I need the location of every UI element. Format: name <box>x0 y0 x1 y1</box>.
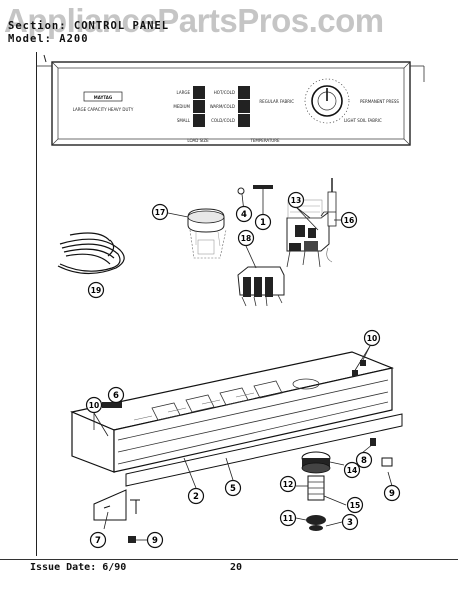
page-number: 20 <box>230 562 243 573</box>
footer-rule <box>0 559 458 560</box>
callout-number: 15 <box>350 501 360 510</box>
left-frame-line <box>36 52 37 556</box>
control-panel: MAYTAG LARGE CAPACITY HEAVY DUTY LARGE M… <box>36 61 425 146</box>
part-timer-17 <box>187 208 227 259</box>
callout-10: 10 <box>363 329 381 347</box>
callout-5: 5 <box>224 479 242 497</box>
callout-number: 11 <box>283 514 293 523</box>
temp-label-cold: COLD/COLD <box>211 118 235 123</box>
callout-number: 9 <box>389 489 395 499</box>
large-load-button[interactable] <box>193 86 205 99</box>
issue-date: Issue Date: 6/90 <box>30 562 127 573</box>
callout-number: 5 <box>230 484 236 494</box>
callout-number: 6 <box>113 391 119 401</box>
callout-8: 8 <box>355 451 373 469</box>
callout-7: 7 <box>89 531 107 549</box>
callout-number: 19 <box>91 286 101 295</box>
callout-number: 14 <box>347 466 357 475</box>
part-washer-4 <box>237 187 245 195</box>
callout-13: 13 <box>287 191 305 209</box>
callout-6: 6 <box>107 386 125 404</box>
load-label-large: LARGE <box>177 90 191 95</box>
cold-cold-button[interactable] <box>238 114 250 127</box>
callout-number: 7 <box>95 536 101 546</box>
callout-number: 9 <box>152 536 158 546</box>
hot-cold-button[interactable] <box>238 86 250 99</box>
callout-15: 15 <box>346 496 364 514</box>
callout-10: 10 <box>85 396 103 414</box>
callout-19: 19 <box>87 281 105 299</box>
callout-2: 2 <box>187 487 205 505</box>
callout-number: 10 <box>89 401 99 410</box>
callout-14: 14 <box>343 461 361 479</box>
dial-right-label: PERMANENT PRESS <box>360 99 399 104</box>
console-frame <box>70 351 403 521</box>
load-label-small: SMALL <box>177 118 191 123</box>
callout-3: 3 <box>341 513 359 531</box>
model-title: Model: A200 <box>8 33 89 45</box>
callout-number: 10 <box>367 334 377 343</box>
part-valve-stack <box>301 451 331 531</box>
callout-number: 4 <box>241 210 247 220</box>
callout-18: 18 <box>237 229 255 247</box>
dial-left-label: REGULAR FABRIC <box>259 99 294 104</box>
part-switch-18 <box>237 266 285 307</box>
warm-cold-button[interactable] <box>238 100 250 113</box>
callout-17: 17 <box>151 203 169 221</box>
callout-1: 1 <box>254 213 272 231</box>
callout-16: 16 <box>340 211 358 229</box>
load-size-caption: LOAD SIZE <box>187 138 209 143</box>
temp-label-hot: HOT/COLD <box>214 90 235 95</box>
callout-12: 12 <box>279 475 297 493</box>
medium-load-button[interactable] <box>193 100 205 113</box>
callout-number: 18 <box>241 234 251 243</box>
watermark: AppliancePartsPros.com <box>4 2 384 39</box>
part-screw-1 <box>253 185 273 189</box>
temp-label-warm: WARM/COLD <box>210 104 235 109</box>
callout-number: 12 <box>283 480 293 489</box>
callout-number: 3 <box>347 518 353 528</box>
callout-4: 4 <box>235 205 253 223</box>
part-pressure-switch-13 <box>286 178 337 268</box>
callout-number: 17 <box>155 208 165 217</box>
callout-number: 13 <box>291 196 301 205</box>
callout-number: 16 <box>344 216 354 225</box>
small-load-button[interactable] <box>193 114 205 127</box>
callout-number: 2 <box>193 492 199 502</box>
callout-9: 9 <box>383 484 401 502</box>
callout-number: 1 <box>260 218 266 228</box>
part-wire-harness-19 <box>57 232 125 275</box>
leader-lines <box>93 189 393 541</box>
callout-9: 9 <box>146 531 164 549</box>
section-title: Section: CONTROL PANEL <box>8 20 170 32</box>
temperature-caption: TEMPERATURE <box>249 138 280 143</box>
callout-11: 11 <box>279 509 297 527</box>
dial-bottom-label: LIGHT SOIL FABRIC <box>344 118 382 123</box>
callout-number: 8 <box>361 456 367 466</box>
brand-label: MAYTAG <box>94 95 112 100</box>
load-label-medium: MEDIUM <box>173 104 190 109</box>
capacity-note: LARGE CAPACITY HEAVY DUTY <box>73 107 134 112</box>
